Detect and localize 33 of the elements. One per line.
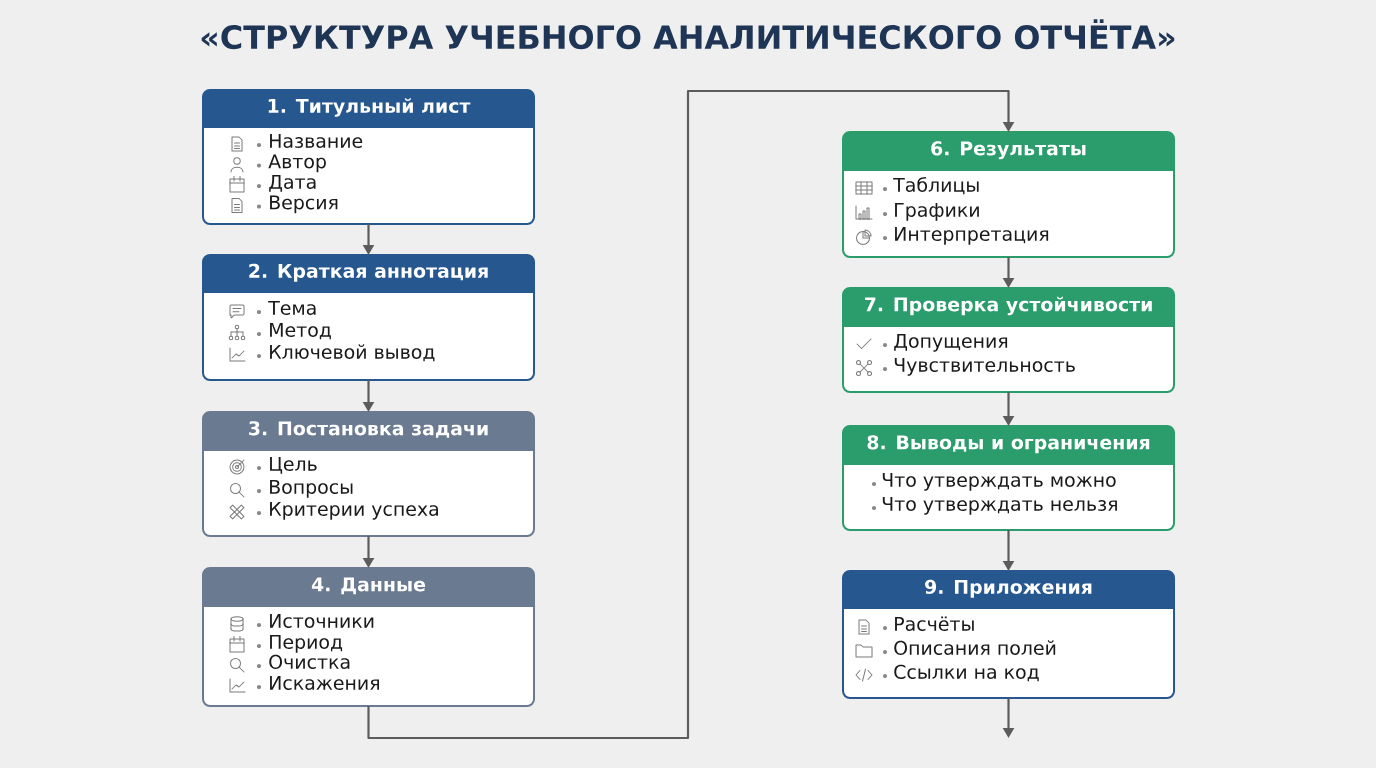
- list-item: Ключевой вывод: [270, 344, 435, 362]
- box-heading: 4. Данные: [311, 577, 426, 595]
- list-item: Интерпретация: [895, 226, 1049, 245]
- list-item: Название: [270, 133, 363, 148]
- box-heading: 3. Постановка задачи: [249, 421, 488, 438]
- list-item: Ссылки на код: [894, 664, 1039, 682]
- list-item: Что утверждать можно: [882, 472, 1116, 491]
- list-item: Тема: [268, 300, 316, 315]
- list-item: Период: [270, 634, 343, 653]
- list-item: Расчёты: [895, 616, 974, 631]
- list-item: Автор: [268, 154, 326, 173]
- list-item: Цель: [270, 456, 317, 474]
- box-heading: 1. Титульный лист: [268, 98, 471, 117]
- title: «СТРУКТУРА УЧЕБНОГО АНАЛИТИЧЕСКОГО ОТЧЁТА»: [201, 19, 1175, 50]
- list-item: Допущения: [894, 333, 1008, 352]
- box-heading: 2. Краткая аннотация: [249, 263, 488, 282]
- box-heading: 9. Приложения: [925, 579, 1092, 598]
- list-item: Вопросы: [270, 479, 353, 498]
- list-item: Описания полей: [894, 640, 1056, 655]
- list-item: Что утверждать нельзя: [882, 496, 1117, 515]
- list-item: Очистка: [269, 654, 350, 669]
- list-item: Источники: [270, 613, 374, 628]
- box-heading: 6. Результаты: [931, 141, 1086, 160]
- list-item: Критерии успеха: [270, 501, 438, 520]
- list-item: Метод: [270, 322, 331, 340]
- box-heading: 8. Выводы и ограничения: [867, 435, 1150, 454]
- list-item: Таблицы: [893, 177, 979, 195]
- list-item: Версия: [270, 195, 338, 214]
- list-item: Чувствительность: [894, 357, 1075, 376]
- list-item: Искажения: [270, 675, 379, 690]
- box-heading: 7. Проверка устойчивости: [864, 296, 1152, 316]
- list-item: Дата: [269, 174, 316, 192]
- list-item: Графики: [895, 202, 979, 221]
